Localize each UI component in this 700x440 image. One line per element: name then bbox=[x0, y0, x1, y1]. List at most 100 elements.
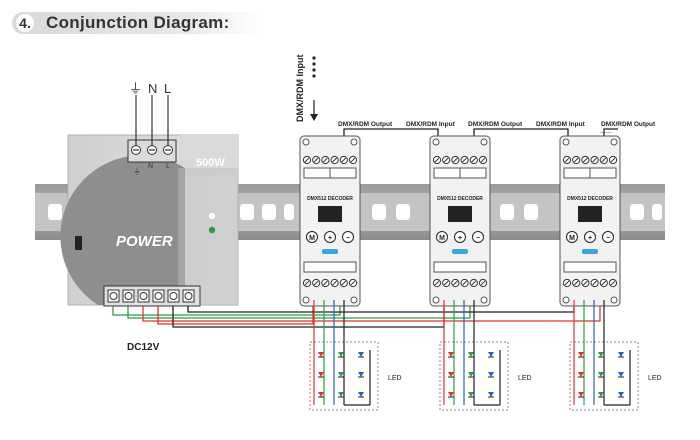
mount-hole bbox=[432, 138, 440, 146]
led-diode-icon bbox=[358, 372, 364, 377]
led-diode-icon bbox=[338, 372, 344, 377]
minus-button bbox=[342, 231, 354, 243]
led-diode-icon bbox=[578, 352, 584, 357]
mount-hole bbox=[610, 296, 618, 304]
dmx-input-label-3: DMX/RDM Input bbox=[536, 121, 586, 128]
led-group-2: LED bbox=[439, 300, 532, 411]
terminal-slot bbox=[350, 157, 356, 163]
terminal-slot bbox=[583, 280, 588, 286]
led-diode-icon bbox=[448, 372, 454, 377]
terminal-slot bbox=[592, 280, 597, 286]
dmx-output-label-3: DMX/RDM Output bbox=[601, 121, 656, 128]
mount-hole bbox=[432, 296, 440, 304]
led-diode-icon bbox=[618, 392, 624, 397]
section-title: Conjunction Diagram: bbox=[46, 13, 230, 32]
terminal-slot bbox=[323, 157, 328, 163]
plus-button bbox=[584, 231, 596, 243]
power-supply: POWER 500W ⏚ N L bbox=[60, 134, 239, 307]
led-group-3: LED bbox=[569, 300, 662, 411]
mount-hole bbox=[562, 138, 570, 146]
led-group-1: LED bbox=[309, 300, 402, 411]
led-diode-icon bbox=[448, 352, 454, 357]
led-diode-icon bbox=[358, 392, 364, 397]
svg-text:⏚: ⏚ bbox=[133, 167, 141, 176]
terminal-slot bbox=[453, 157, 458, 163]
led-diode-icon bbox=[488, 352, 494, 357]
terminal-slot bbox=[583, 157, 588, 163]
mount-hole bbox=[302, 296, 310, 304]
ground-symbol: ⏚ bbox=[129, 81, 142, 96]
live-label: L bbox=[164, 81, 171, 96]
mount-hole bbox=[480, 138, 488, 146]
plus-icon: + bbox=[588, 235, 592, 242]
adjust-pot bbox=[75, 236, 82, 250]
mount-hole bbox=[480, 296, 488, 304]
terminal-slot bbox=[462, 280, 467, 286]
neutral-label: N bbox=[148, 81, 157, 96]
led-display bbox=[448, 206, 472, 222]
terminal-slot bbox=[462, 157, 467, 163]
m-icon: M bbox=[569, 235, 575, 242]
led-label: LED bbox=[648, 375, 662, 382]
terminal-slot bbox=[564, 280, 570, 286]
section-number: 4. bbox=[16, 14, 34, 32]
mount-hole bbox=[302, 138, 310, 146]
terminal-slot bbox=[313, 280, 319, 286]
terminal-slot bbox=[304, 157, 310, 163]
dc-power-wires bbox=[112, 300, 601, 328]
minus-icon: − bbox=[606, 235, 610, 242]
terminal-slot bbox=[564, 157, 570, 163]
mode-button bbox=[566, 231, 578, 243]
mount-hole bbox=[350, 296, 358, 304]
dmx-main-input: DMX/RDM Input bbox=[295, 55, 318, 123]
svg-text:L: L bbox=[166, 163, 170, 170]
dmx-badge bbox=[582, 249, 598, 254]
down-arrow-icon bbox=[310, 114, 318, 121]
mount-hole bbox=[610, 138, 618, 146]
decoder-name: DMX512 DECODER bbox=[437, 196, 483, 202]
led-diode-icon bbox=[318, 372, 324, 377]
led-diode-icon bbox=[468, 392, 474, 397]
dc-voltage-label: DC12V bbox=[127, 342, 160, 353]
terminal-slot bbox=[471, 157, 477, 163]
terminal-slot bbox=[601, 280, 607, 286]
terminal-slot bbox=[332, 157, 337, 163]
led-label: LED bbox=[388, 375, 402, 382]
led-diode-icon bbox=[598, 392, 604, 397]
terminal-slot bbox=[480, 280, 486, 286]
output-port-label-box bbox=[433, 261, 487, 273]
output-port-label-box bbox=[563, 261, 617, 273]
dmx-output-label-1: DMX/RDM Output bbox=[338, 121, 393, 128]
terminal-slot bbox=[323, 280, 328, 286]
dmx-input-label-vertical: DMX/RDM Input bbox=[295, 55, 305, 123]
led-diode-icon bbox=[318, 352, 324, 357]
decoder-name: DMX512 DECODER bbox=[307, 196, 353, 202]
plus-button bbox=[324, 231, 336, 243]
terminal-slot bbox=[610, 280, 616, 286]
terminal-slot bbox=[341, 157, 347, 163]
terminal-slot bbox=[350, 280, 356, 286]
led-diode-icon bbox=[618, 372, 624, 377]
output-port-label-box bbox=[303, 261, 357, 273]
mount-hole bbox=[350, 138, 358, 146]
led-diode-icon bbox=[488, 392, 494, 397]
m-icon: M bbox=[439, 235, 445, 242]
led-diode-icon bbox=[598, 372, 604, 377]
terminal-slot bbox=[332, 280, 337, 286]
minus-button bbox=[472, 231, 484, 243]
terminal-slot bbox=[443, 280, 449, 286]
led-diode-icon bbox=[578, 392, 584, 397]
terminal-slot bbox=[304, 280, 310, 286]
terminal-slot bbox=[480, 157, 486, 163]
led-diode-icon bbox=[598, 352, 604, 357]
terminal-slot bbox=[434, 157, 440, 163]
indicator-light-green bbox=[208, 226, 216, 234]
plus-button bbox=[454, 231, 466, 243]
mains-input-wires bbox=[135, 95, 169, 146]
led-display bbox=[318, 206, 342, 222]
mode-button bbox=[306, 231, 318, 243]
